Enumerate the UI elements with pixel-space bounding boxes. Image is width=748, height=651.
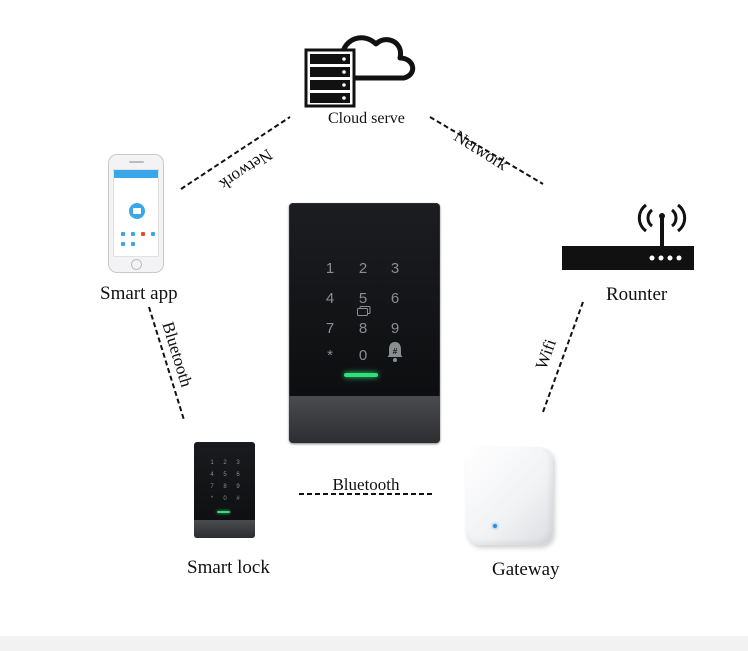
keypad-key: * xyxy=(327,347,333,364)
doorbell-icon: # xyxy=(387,342,403,362)
keypad-key: 0 xyxy=(358,347,368,364)
keypad-key: 7 xyxy=(210,484,214,490)
link-router-gateway-label: Wifi xyxy=(532,336,560,371)
keypad-key: 4 xyxy=(325,290,335,307)
router-label: Rounter xyxy=(606,284,668,305)
keypad-key: 2 xyxy=(223,460,227,466)
app-menu-icon xyxy=(151,232,155,236)
smart-lock-base xyxy=(194,520,255,538)
keypad-key: 8 xyxy=(358,320,368,337)
main-keypad-lock: 1 2 3 4 5 6 7 8 9 * 0 # xyxy=(289,203,440,443)
keypad-key: 1 xyxy=(325,260,335,277)
keypad-base xyxy=(289,396,440,443)
app-menu-icon xyxy=(131,242,135,246)
phone-screen xyxy=(113,169,159,257)
keypad-key: 6 xyxy=(390,290,400,307)
link-app-lock-line xyxy=(148,306,185,421)
keypad-hash: # xyxy=(393,347,398,356)
keypad-key: 2 xyxy=(358,260,368,277)
phone-speaker xyxy=(129,161,144,163)
link-app-cloud-label: Network xyxy=(216,145,276,194)
gateway-label: Gateway xyxy=(492,559,560,580)
keypad-key: 0 xyxy=(223,496,227,502)
smartphone-icon xyxy=(108,154,164,273)
smart-lock-device: 1 2 3 4 5 6 7 8 9 * 0 # xyxy=(194,442,255,538)
keypad-key: # xyxy=(236,496,240,502)
cloud-server-label: Cloud serve xyxy=(328,110,405,127)
keypad-key: 5 xyxy=(358,290,368,307)
phone-home-button xyxy=(131,259,142,270)
keypad-key: 1 xyxy=(210,460,214,466)
link-cloud-router-line xyxy=(429,116,544,185)
keypad-key: 4 xyxy=(210,472,214,478)
card-icon xyxy=(357,306,371,316)
gateway-device xyxy=(466,447,553,545)
link-app-cloud-line xyxy=(180,116,291,190)
router-icon xyxy=(562,203,694,270)
keypad-key: 9 xyxy=(390,320,400,337)
footer-bar xyxy=(0,636,748,651)
lock-icon xyxy=(133,208,141,214)
keypad-key: 3 xyxy=(390,260,400,277)
keypad-key: 7 xyxy=(325,320,335,337)
keypad-key: 8 xyxy=(223,484,227,490)
keypad-status-led xyxy=(344,373,378,377)
app-menu-icon xyxy=(141,232,145,236)
app-header-bar xyxy=(114,170,158,178)
keypad-key: 3 xyxy=(236,460,240,466)
smart-lock-led xyxy=(217,511,230,513)
link-lock-gateway-label: Bluetooth xyxy=(332,475,400,494)
smart-app-label: Smart app xyxy=(100,283,178,304)
app-menu-icon xyxy=(131,232,135,236)
keypad-key: 9 xyxy=(236,484,240,490)
link-cloud-router-label: Network xyxy=(451,127,512,175)
gateway-status-led xyxy=(493,524,497,528)
app-menu-icon xyxy=(121,232,125,236)
keypad-key: 6 xyxy=(236,472,240,478)
app-menu-icon xyxy=(121,242,125,246)
keypad-key: * xyxy=(210,496,214,502)
link-router-gateway-line xyxy=(542,301,584,413)
cloud-server-icon xyxy=(304,35,416,108)
keypad-key: 5 xyxy=(223,472,227,478)
smart-lock-label: Smart lock xyxy=(187,557,270,578)
